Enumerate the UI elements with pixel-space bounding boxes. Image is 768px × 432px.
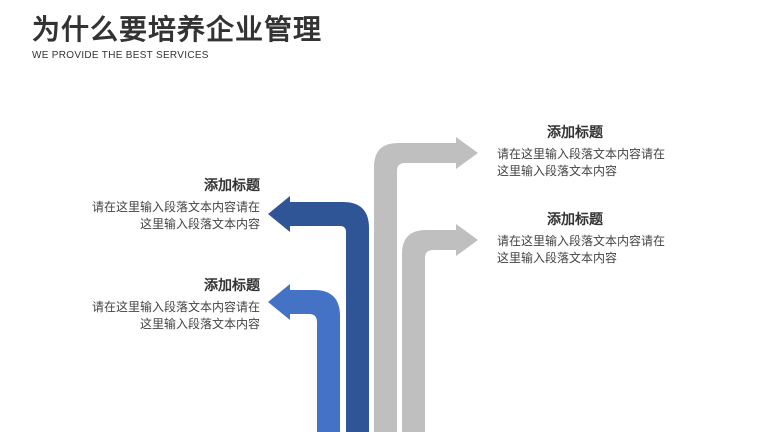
text-block-right-top: 添加标题 请在这里输入段落文本内容请在 这里输入段落文本内容 xyxy=(497,123,727,180)
description-line-1: 请在这里输入段落文本内容请在 xyxy=(91,300,260,314)
block-heading: 添加标题 xyxy=(547,212,603,228)
description-line-2: 这里输入段落文本内容 xyxy=(497,164,618,178)
description-line-2: 这里输入段落文本内容 xyxy=(139,217,260,231)
block-description: 请在这里输入段落文本内容请在 这里输入段落文本内容 xyxy=(497,233,727,267)
gray-arrow-top xyxy=(374,137,478,432)
block-heading: 添加标题 xyxy=(547,125,603,141)
block-description: 请在这里输入段落文本内容请在 这里输入段落文本内容 xyxy=(30,199,260,233)
light-blue-arrow xyxy=(268,284,340,432)
description-line-1: 请在这里输入段落文本内容请在 xyxy=(91,200,260,214)
gray-arrow-bottom xyxy=(402,224,478,432)
description-line-1: 请在这里输入段落文本内容请在 xyxy=(497,234,666,248)
block-description: 请在这里输入段落文本内容请在 这里输入段落文本内容 xyxy=(30,299,260,333)
page-title: 为什么要培养企业管理 xyxy=(32,13,323,46)
description-line-1: 请在这里输入段落文本内容请在 xyxy=(497,147,666,161)
block-heading: 添加标题 xyxy=(204,178,260,194)
page-subtitle: WE PROVIDE THE BEST SERVICES xyxy=(32,50,209,61)
description-line-2: 这里输入段落文本内容 xyxy=(139,317,260,331)
description-line-2: 这里输入段落文本内容 xyxy=(497,251,618,265)
dark-blue-arrow xyxy=(268,196,369,432)
block-heading: 添加标题 xyxy=(204,278,260,294)
text-block-left-top: 添加标题 请在这里输入段落文本内容请在 这里输入段落文本内容 xyxy=(30,176,260,233)
text-block-left-bottom: 添加标题 请在这里输入段落文本内容请在 这里输入段落文本内容 xyxy=(30,276,260,333)
block-description: 请在这里输入段落文本内容请在 这里输入段落文本内容 xyxy=(497,146,727,180)
text-block-right-bottom: 添加标题 请在这里输入段落文本内容请在 这里输入段落文本内容 xyxy=(497,210,727,267)
